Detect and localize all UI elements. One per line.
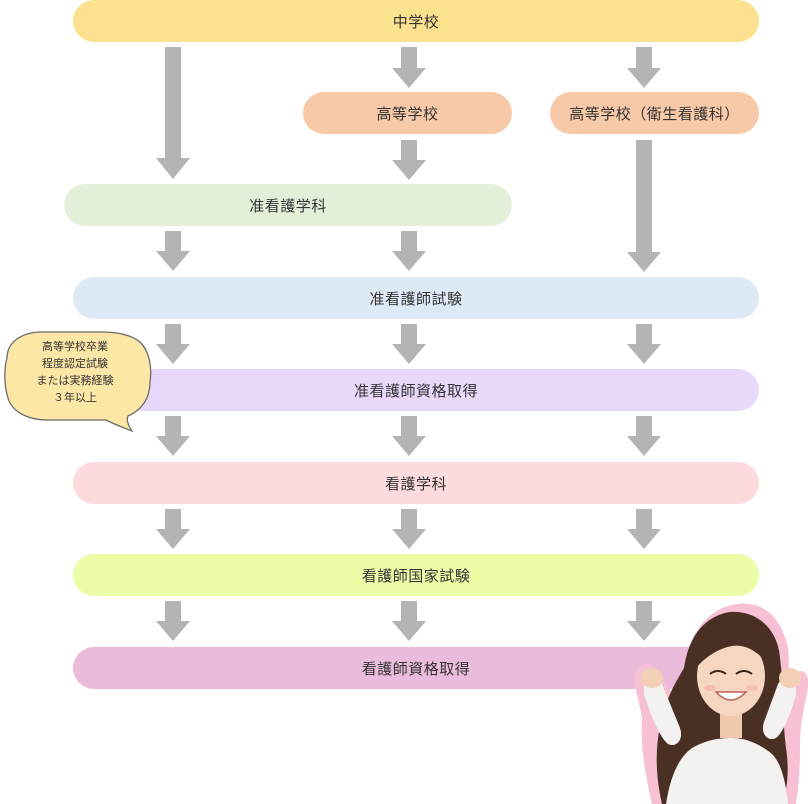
arrow-down-icon [156, 416, 190, 456]
arrow-down-icon [392, 416, 426, 456]
note-text: 高等学校卒業 程度認定試験 または実務経験 ３年以上 [10, 338, 140, 406]
node-nursing-dept: 看護学科 [73, 462, 759, 504]
node-label: 准看護学科 [249, 196, 327, 215]
node-label: 中学校 [392, 12, 440, 31]
node-label: 准看護師資格取得 [353, 381, 478, 400]
speech-bubble [4, 331, 152, 432]
arrow-down-icon [627, 601, 661, 641]
arrow-down-icon [156, 509, 190, 549]
node-high-school-health-nursing: 高等学校（衛生看護科） [550, 92, 759, 134]
node-assoc-nurse-license: 准看護師資格取得 [73, 369, 759, 411]
arrow-down-icon [392, 231, 426, 271]
arrow-down-icon [156, 47, 190, 179]
arrow-down-icon [156, 324, 190, 364]
node-label: 高等学校（衛生看護科） [569, 104, 740, 123]
smiling-woman-photo [634, 603, 808, 804]
arrow-down-icon [392, 140, 426, 180]
arrow-down-icon [392, 601, 426, 641]
node-label: 看護学科 [384, 474, 447, 493]
arrow-down-icon [627, 47, 661, 88]
note-line: または実務経験 [36, 374, 114, 387]
node-assoc-nurse-exam: 准看護師試験 [73, 277, 759, 319]
note-line: 程度認定試験 [42, 357, 108, 370]
node-label: 准看護師試験 [369, 289, 463, 308]
note-line: 高等学校卒業 [42, 340, 108, 353]
node-label: 看護師資格取得 [361, 659, 471, 678]
note-line: ３年以上 [53, 391, 97, 404]
arrow-down-icon [627, 416, 661, 456]
arrow-down-icon [627, 324, 661, 364]
node-junior-high: 中学校 [73, 0, 759, 42]
node-assoc-nursing-dept: 准看護学科 [64, 184, 512, 226]
arrow-down-icon [156, 601, 190, 641]
node-national-exam: 看護師国家試験 [73, 554, 759, 596]
arrow-down-icon [627, 140, 661, 272]
arrow-down-icon [392, 324, 426, 364]
arrow-down-icon [156, 231, 190, 271]
arrow-down-icon [392, 509, 426, 549]
arrow-down-icon [627, 509, 661, 549]
arrow-down-icon [392, 47, 426, 88]
node-label: 高等学校 [376, 104, 439, 123]
node-high-school: 高等学校 [303, 92, 512, 134]
node-label: 看護師国家試験 [361, 566, 471, 585]
